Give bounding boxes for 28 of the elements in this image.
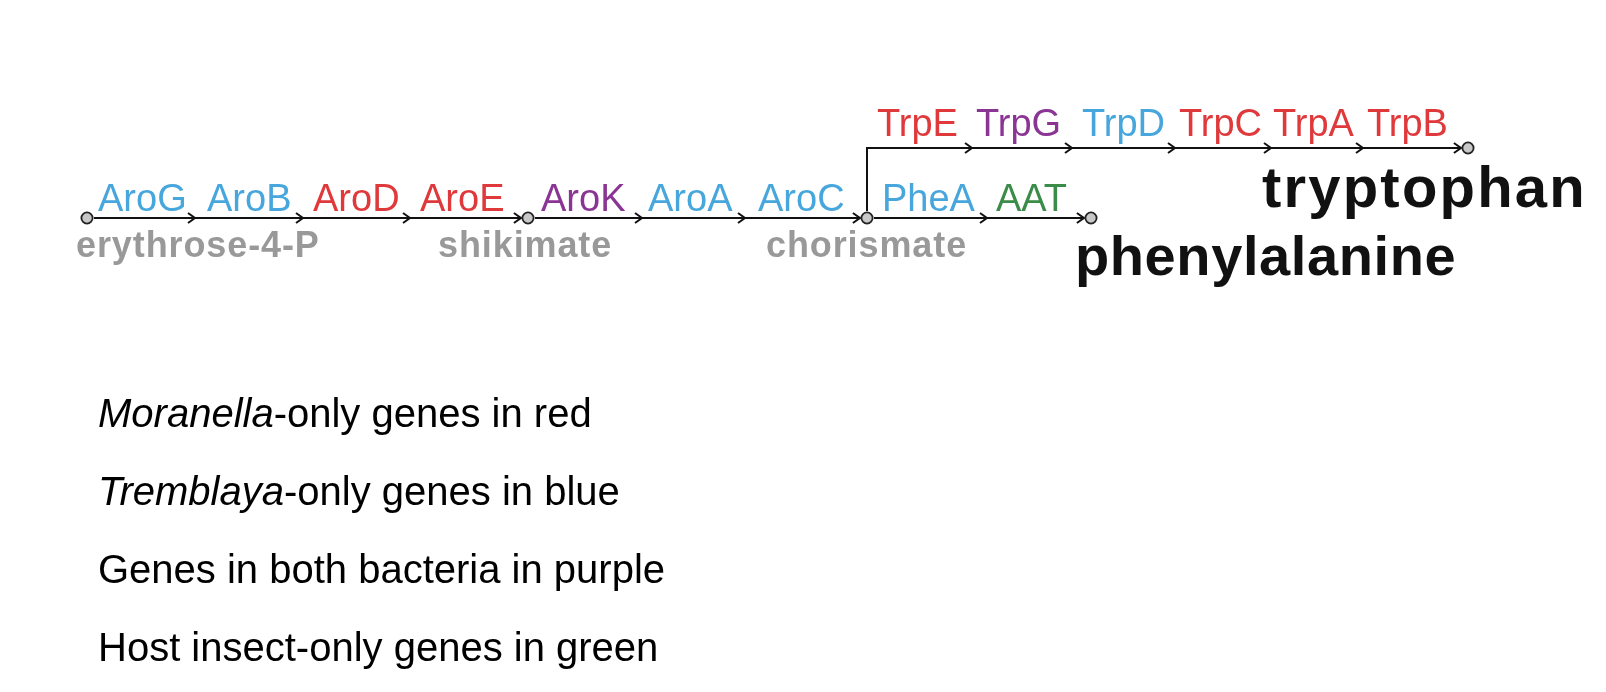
gene-label: TrpD [1082,101,1166,145]
metabolite-label: shikimate [438,225,613,266]
gene-label: TrpE [877,101,958,145]
pathway-arrow [873,212,1085,224]
gene-label: AroC [758,178,845,217]
metabolite-label: phenylalanine [1075,225,1457,288]
metabolite-label: erythrose-4-P [76,225,320,266]
gene-label: TrpG [976,101,1062,145]
pathway-arrow [93,212,522,224]
pathway-arrow [866,142,1462,212]
pathway-arrow [534,212,861,224]
gene-label: AAT [996,178,1068,217]
metabolite-label: tryptophan [1262,155,1587,221]
legend-text: Genes in both bacteria in purple [98,546,666,592]
legend-text: Tremblaya-only genes in blue [98,468,620,514]
gene-label: TrpC [1179,101,1263,145]
legend-text: Moranella-only genes in red [98,390,592,436]
gene-label: TrpA [1273,101,1354,145]
gene-label: AroK [541,178,626,217]
gene-label: AroD [313,178,400,217]
gene-label: AroB [207,178,292,217]
gene-label: AroA [648,178,733,217]
gene-label: TrpB [1367,101,1448,145]
gene-label: AroE [420,178,505,217]
metabolite-label: chorismate [766,225,968,266]
gene-label: PheA [882,178,975,217]
gene-label: AroG [98,178,187,217]
legend-text: Host insect-only genes in green [98,624,659,670]
